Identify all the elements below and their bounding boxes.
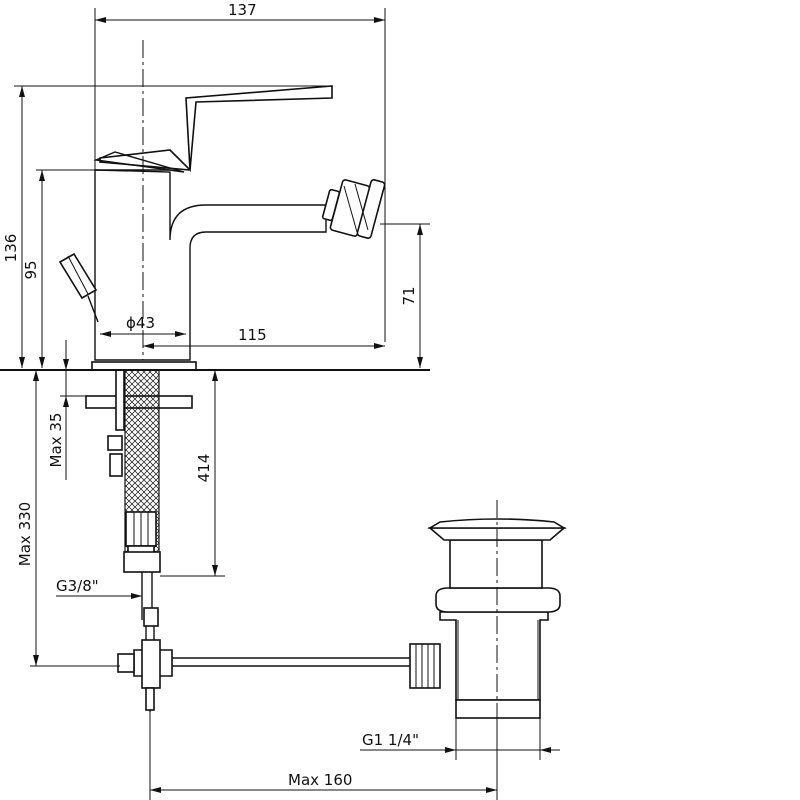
lift-rod-knob-icon [58,252,99,323]
faucet-body [58,40,386,371]
dim-outlet-height: 71 [400,286,418,305]
dim-waste-thread: G1 1/4" [362,731,419,749]
dim-height-total: 136 [2,234,20,263]
dim-base-diameter: ϕ43 [126,314,155,332]
dim-max-rod-length: Max 160 [288,771,352,789]
aerator-icon [321,179,386,239]
dimension-labels: 137 136 95 71 ϕ43 115 Max 35 414 Max 330… [2,1,419,789]
dim-spout-height: 95 [22,260,40,279]
dim-hose-length: 414 [195,454,213,483]
dimension-lines [14,8,560,800]
pop-up-waste [117,500,567,720]
dim-inlet-thread: G3/8" [56,577,99,595]
dim-width-total: 137 [228,1,257,19]
dim-deck-thickness: Max 35 [47,413,65,468]
fixing-assembly [85,369,193,660]
dim-max-height: Max 330 [16,502,34,566]
dim-spout-reach: 115 [238,326,267,344]
